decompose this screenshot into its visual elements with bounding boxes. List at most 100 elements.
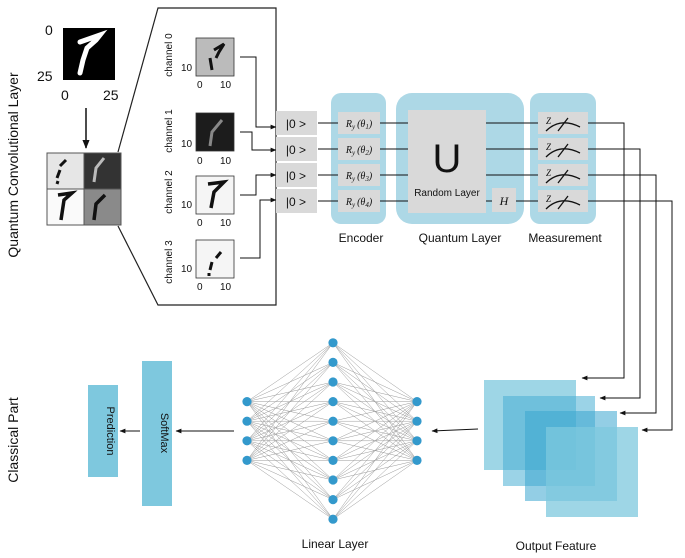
quantum-layer-label: Quantum Layer: [419, 231, 502, 245]
network-node-l1-4: [328, 416, 338, 426]
network-edge: [246, 440, 334, 461]
network-edge: [246, 342, 334, 422]
network-edge: [332, 401, 418, 461]
channel-0: channel 0 10 0 10: [164, 33, 235, 91]
network-edge: [332, 440, 418, 520]
meter-icon: [545, 117, 581, 210]
network-edge: [246, 420, 334, 461]
hadamard-gate: [492, 188, 516, 212]
ry-gate-3: Ry(θ3): [345, 171, 373, 183]
network-edge: [246, 460, 334, 500]
prediction-label: Prediction: [104, 407, 116, 456]
feature-to-network-arrow: [431, 428, 479, 434]
input-y-tick-25: 25: [37, 68, 53, 84]
ry-gate-4: Ry(θ4): [345, 197, 373, 209]
linear-layer-label: Linear Layer: [302, 537, 369, 551]
channel-3-xtick-a: 0: [197, 282, 203, 293]
measurement-gates: Z Z Z Z: [538, 112, 588, 212]
channel-0-xtick-b: 10: [220, 80, 232, 91]
network-edge: [332, 401, 418, 500]
network-edge: [246, 342, 334, 402]
network-edge: [332, 401, 418, 481]
input-image: 0 25 0 25: [37, 22, 119, 103]
output-connectors: [581, 122, 673, 433]
svg-text:Z: Z: [546, 168, 552, 178]
random-layer-label: Random Layer: [414, 188, 480, 199]
network-node-l1-6: [328, 455, 338, 465]
softmax-bar: [142, 361, 172, 506]
channel-3-label: channel 3: [164, 240, 175, 284]
channel-2: channel 2 10 0 10: [164, 170, 235, 229]
channel-0-ytick: 10: [181, 63, 193, 74]
network-node-l1-3: [328, 397, 338, 407]
network-node-l1-1: [328, 357, 338, 367]
network-node-l1-5: [328, 436, 338, 446]
input-y-tick-0: 0: [45, 22, 53, 38]
channel-1-thumb: [195, 112, 235, 152]
input-image-frame: [63, 28, 115, 80]
input-x-tick-25: 25: [103, 87, 119, 103]
encoder-label: Encoder: [339, 231, 384, 245]
channel-2-label: channel 2: [164, 170, 175, 214]
channel-connectors: [240, 56, 277, 259]
channel-0-xtick-a: 0: [197, 80, 203, 91]
network-edge: [332, 362, 418, 402]
qubit-init-3: |0 >: [286, 195, 306, 209]
network-node-l1-9: [328, 514, 338, 524]
input-x-tick-0: 0: [61, 87, 69, 103]
encoder-gates: Ry(θ1) Ry(θ2) Ry(θ3) Ry(θ4): [338, 112, 380, 212]
svg-text:Z: Z: [546, 194, 552, 204]
ry-gate-1: Ry(θ1): [345, 119, 373, 131]
qubit-init-1: |0 >: [286, 143, 306, 157]
network-node-l1-2: [328, 377, 338, 387]
prediction-bar: [88, 385, 118, 477]
output-feature-maps: [484, 380, 638, 517]
ry-gate-2: Ry(θ2): [345, 145, 373, 157]
channel-1: channel 1 10 0 10: [164, 109, 235, 167]
channel-grid: [46, 152, 122, 226]
network-edge: [332, 342, 418, 402]
network-edge: [332, 460, 418, 520]
network-node-l0-3: [242, 455, 252, 465]
network-node-l0-0: [242, 397, 252, 407]
network-edge: [332, 421, 418, 520]
network-edge: [332, 401, 418, 442]
network-edge: [246, 381, 334, 461]
network-edge: [246, 460, 334, 481]
network-node-l2-3: [412, 455, 422, 465]
network-edge: [332, 381, 418, 402]
hadamard-label: H: [499, 194, 510, 208]
channel-3: channel 3 10 0 10: [164, 239, 235, 293]
network-node-l0-2: [242, 436, 252, 446]
network-node-l2-2: [412, 436, 422, 446]
network-edge: [246, 342, 334, 441]
qubit-init-0: |0 >: [286, 117, 306, 131]
channel-3-ytick: 10: [181, 264, 193, 275]
quantum-section-label: Quantum Convolutional Layer: [5, 72, 21, 258]
svg-text:Z: Z: [546, 142, 552, 152]
network-node-l1-7: [328, 475, 338, 485]
grid-cell-0: [46, 152, 85, 190]
network-edge: [332, 401, 418, 520]
channel-0-label: channel 0: [164, 33, 175, 77]
output-feature-label: Output Feature: [516, 539, 597, 553]
classical-section-label: Classical Part: [5, 397, 21, 483]
linear-layer-network: [242, 338, 422, 524]
channel-2-xtick-b: 10: [220, 218, 232, 229]
network-node-l1-8: [328, 495, 338, 505]
network-edge: [246, 362, 334, 461]
network-node-l2-0: [412, 397, 422, 407]
channel-2-ytick: 10: [181, 200, 193, 211]
channel-1-ytick: 10: [181, 139, 193, 150]
grid-cell-3: [83, 188, 122, 226]
network-edge: [332, 401, 418, 422]
measurement-label: Measurement: [528, 231, 602, 245]
unitary-label: U: [433, 137, 462, 181]
grid-cell-2: [46, 188, 85, 226]
channel-1-label: channel 1: [164, 109, 175, 153]
input-digit-stroke: [77, 29, 108, 76]
qubit-inits: |0 > |0 > |0 > |0 >: [276, 111, 317, 213]
svg-text:Z: Z: [546, 116, 552, 126]
channel-3-thumb: [195, 239, 235, 279]
